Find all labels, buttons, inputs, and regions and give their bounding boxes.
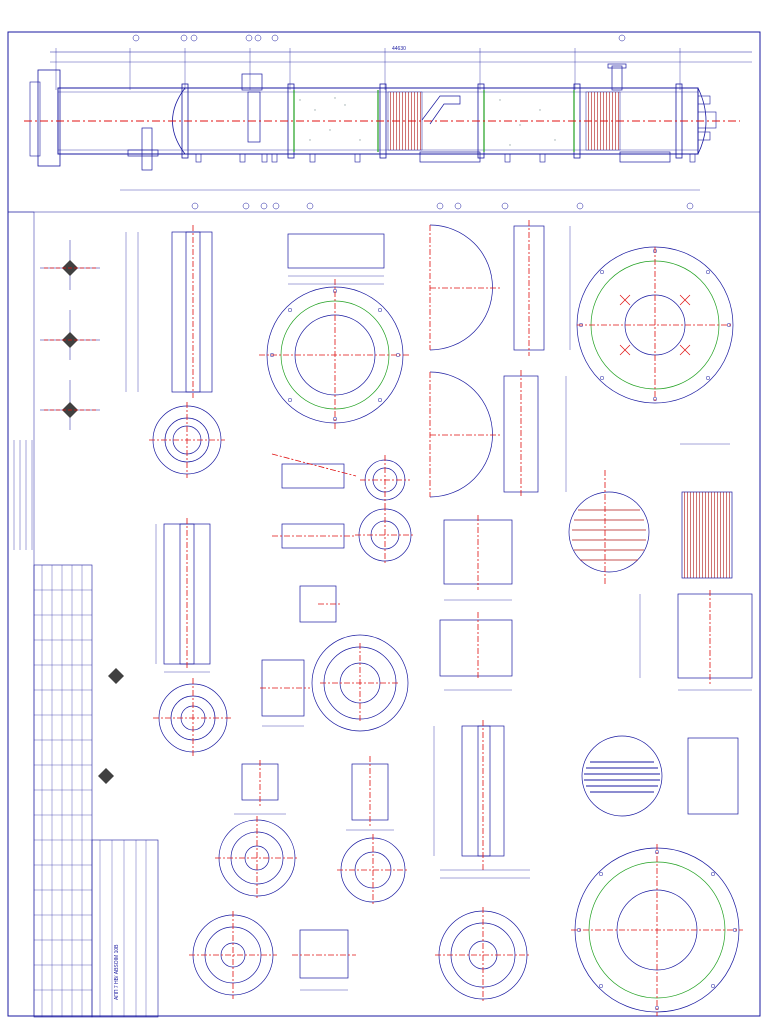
- section-views: [163, 225, 753, 979]
- center-lines: [149, 220, 743, 1016]
- pipe-section-a: [281, 463, 345, 489]
- tube-layout-circle: [568, 491, 650, 573]
- half-flange-a: [429, 224, 493, 351]
- title-block-text: АПП 7 НВ/ ABSOIM 10В: [114, 944, 120, 1000]
- dimension-lines: [125, 226, 752, 991]
- plate-detail-b: [439, 619, 513, 677]
- detail-views: [152, 224, 740, 1013]
- nozzle-section-a: [171, 231, 213, 393]
- bolt-holes: [269, 248, 738, 1011]
- overall-length-label: 44630: [392, 46, 406, 52]
- tube-layout-hatch: [572, 509, 646, 561]
- parts-list-table: АПП 7 НВ/ ABSOIM 10В: [33, 564, 159, 1018]
- side-shell-view: [677, 593, 753, 679]
- cover-section: [287, 233, 385, 269]
- bundle-elevation: [681, 491, 733, 579]
- half-flange-b: [429, 371, 493, 498]
- notes-column: [7, 211, 35, 1017]
- tubesheet-marks: [619, 294, 691, 356]
- baffle-side-view: [687, 737, 739, 815]
- baffle-slots: [584, 761, 660, 793]
- baffle-circle: [581, 735, 663, 817]
- general-assembly-view: 44630: [24, 34, 752, 210]
- sheet-frame: [7, 31, 761, 1017]
- flanged-stub: [299, 929, 349, 979]
- weld-details: [40, 240, 124, 784]
